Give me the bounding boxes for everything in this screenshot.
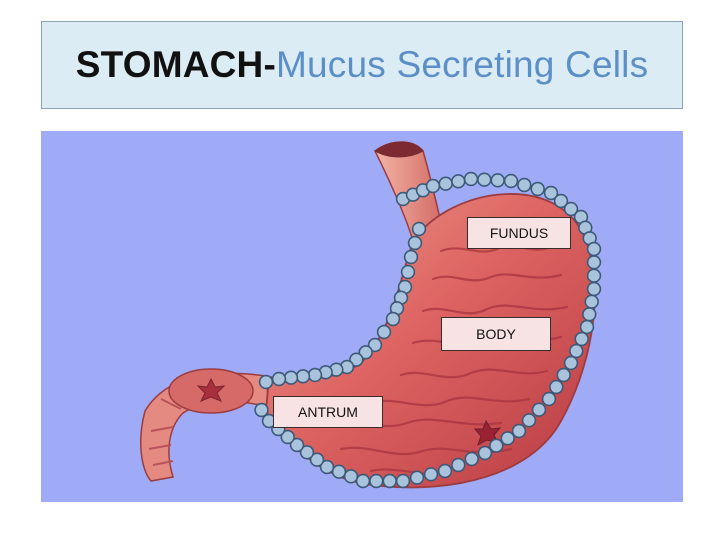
mucus-cell (477, 172, 492, 187)
mucus-cell (355, 473, 371, 489)
mucus-cell (586, 281, 602, 297)
mucus-cell (403, 249, 419, 265)
mucus-cell (531, 402, 547, 417)
mucus-cell (463, 171, 479, 187)
mucus-cell (586, 241, 602, 257)
mucus-cell (411, 221, 427, 237)
mucus-cell (569, 343, 584, 359)
esophagus-opening (374, 141, 424, 158)
mucus-cell (500, 431, 515, 446)
mucus-cell (563, 355, 579, 371)
mucus-cell (423, 467, 439, 482)
mucus-cell (511, 423, 527, 439)
mucus-cell (299, 445, 315, 460)
mucus-cell (586, 255, 602, 270)
mucus-cell (579, 319, 595, 335)
mucus-cell (409, 470, 425, 485)
duodenum-folds (148, 382, 202, 466)
mucus-cell (343, 469, 359, 484)
mucus-cell (530, 181, 545, 197)
pylorus-star (196, 377, 226, 402)
mucus-cell (395, 473, 411, 489)
mucus-cell (553, 193, 569, 209)
mucus-cell (549, 379, 564, 395)
mucus-cell (584, 294, 599, 309)
title-organ: STOMACH- (75, 44, 276, 85)
mucus-cell (349, 352, 364, 367)
mucus-cell (254, 402, 269, 418)
antrum-label: ANTRUM (273, 396, 383, 428)
mucus-cell (451, 457, 466, 473)
mucus-cell (556, 367, 571, 383)
mucus-cell (425, 178, 441, 194)
mucus-cell (464, 451, 479, 467)
mucus-cell (582, 307, 597, 322)
mucus-cell (490, 173, 505, 188)
mucus-cell (574, 331, 589, 347)
mucus-cell (319, 459, 335, 475)
mucus-cell (258, 374, 274, 390)
mucus-cell (477, 445, 493, 461)
mucus-cell (358, 345, 373, 360)
mucus-cell (541, 391, 557, 407)
mucus-cell (376, 324, 392, 340)
mucus-cell (367, 337, 383, 353)
mucus-cell (369, 473, 384, 489)
mucus-cell (517, 177, 532, 193)
mucus-cell (521, 413, 537, 428)
mucus-cell (407, 235, 423, 251)
body-label: BODY (441, 317, 551, 351)
mucus-cell (283, 370, 299, 385)
mucus-cell (543, 185, 559, 201)
mucus-cell (503, 173, 519, 189)
title-box: STOMACH-Mucus Secreting Cells (41, 21, 683, 109)
mucus-cell (309, 452, 325, 467)
mucus-cell (489, 438, 504, 453)
mucus-cell (438, 176, 453, 191)
mucus-cell (563, 201, 579, 217)
mucus-cell (382, 473, 397, 489)
title-topic: Mucus Secreting Cells (276, 44, 649, 85)
mucus-cell (295, 369, 311, 384)
mucus-cell (385, 311, 401, 327)
mucus-cell-chain (254, 171, 602, 489)
mucus-cell (307, 367, 323, 383)
mucus-cell (271, 371, 287, 387)
fundus-label: FUNDUS (467, 217, 571, 249)
slide-title: STOMACH-Mucus Secreting Cells (76, 44, 649, 86)
stomach-illustration: FUNDUS BODY ANTRUM (41, 131, 683, 502)
mucus-cell (437, 463, 453, 479)
mucus-cell (331, 464, 347, 479)
mucus-cell (289, 437, 305, 453)
mucus-cell (400, 264, 416, 280)
mucus-cell (280, 429, 295, 445)
mucus-cell (451, 174, 466, 189)
stomach-drawing (140, 141, 602, 489)
mucus-cell (586, 268, 602, 283)
